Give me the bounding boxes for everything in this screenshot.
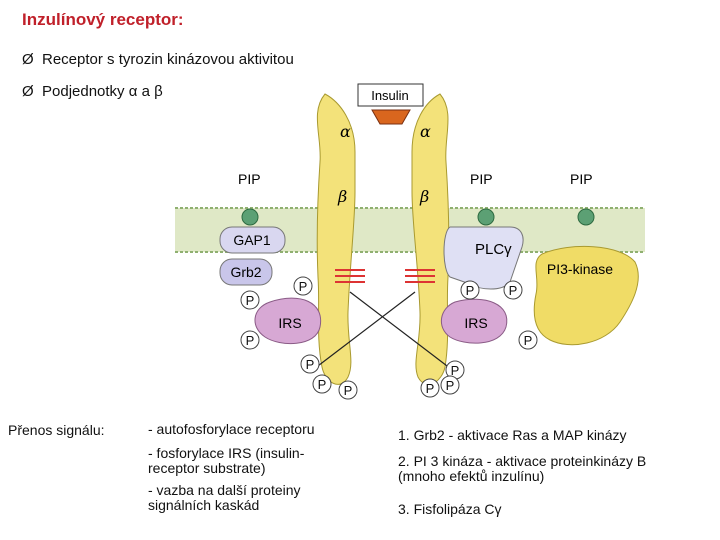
svg-text:P: P (299, 279, 308, 294)
signal-middle-1: - autofosforylace receptoru (148, 421, 315, 437)
svg-text:P: P (524, 333, 533, 348)
irs-left-label: IRS (278, 315, 301, 331)
beta-left: β (337, 187, 347, 206)
svg-text:P: P (318, 377, 327, 392)
svg-text:P: P (426, 381, 435, 396)
bullet-subunits: Ø Podjednotky α a β (22, 83, 163, 100)
irs-right-shape (440, 298, 508, 344)
bullet-receptor: Ø Receptor s tyrozin kinázovou aktivitou (22, 51, 294, 68)
signal-middle-3: - vazba na další proteiny signálních kas… (148, 482, 301, 513)
grb2-box (219, 258, 273, 286)
pi3k-shape (533, 246, 639, 346)
grb2-label: Grb2 (230, 264, 261, 280)
gap1-label: GAP1 (233, 232, 271, 248)
insulin-label: Insulin (371, 88, 409, 103)
beta-right: β (419, 187, 429, 206)
slide-title: Inzulínový receptor: (22, 10, 184, 29)
irs-left-shape (254, 297, 322, 345)
pip-left: PIP (238, 171, 261, 187)
svg-text:P: P (306, 357, 315, 372)
svg-text:P: P (466, 283, 475, 298)
signal-heading: Přenos signálu: (8, 422, 105, 438)
pi3k-label: PI3-kinase (547, 261, 613, 277)
signal-right-1: 1. Grb2 - aktivace Ras a MAP kinázy (398, 427, 627, 443)
bullet-text: Podjednotky α a β (42, 83, 163, 100)
svg-text:P: P (509, 283, 518, 298)
insulin-molecule (371, 109, 411, 125)
bullet-text: Receptor s tyrozin kinázovou aktivitou (42, 51, 294, 68)
alpha-right: α (420, 122, 431, 141)
irs-right-label: IRS (464, 315, 487, 331)
receptor-left (316, 93, 356, 385)
bullet-arrow-icon: Ø (22, 83, 34, 100)
insulin-box (357, 83, 424, 107)
plc-shape (443, 226, 524, 290)
svg-text:P: P (446, 378, 455, 393)
gap1-box (219, 226, 286, 254)
svg-text:P: P (246, 333, 255, 348)
phospho-marks-left (335, 269, 365, 283)
cross-arrow-2 (309, 291, 416, 373)
pip-right: PIP (570, 171, 593, 187)
signal-middle-2: - fosforylace IRS (insulin- receptor sub… (148, 445, 305, 476)
svg-text:P: P (344, 383, 353, 398)
plc-label: PLCγ (475, 241, 512, 258)
svg-text:P: P (246, 293, 255, 308)
svg-text:P: P (451, 363, 460, 378)
cross-arrow-1 (349, 291, 456, 373)
alpha-left: α (340, 122, 351, 141)
phospho-marks-right (405, 269, 435, 283)
insulin-receptor-diagram: Insulin α α β β PIP PIP PIP GAP1 Grb2 IR… (175, 83, 645, 400)
bullet-arrow-icon: Ø (22, 51, 34, 68)
signal-right-3: 3. Fisfolipáza Cγ (398, 501, 502, 517)
signal-right-2: 2. PI 3 kináza - aktivace proteinkinázy … (398, 453, 647, 484)
pip-middle: PIP (470, 171, 493, 187)
